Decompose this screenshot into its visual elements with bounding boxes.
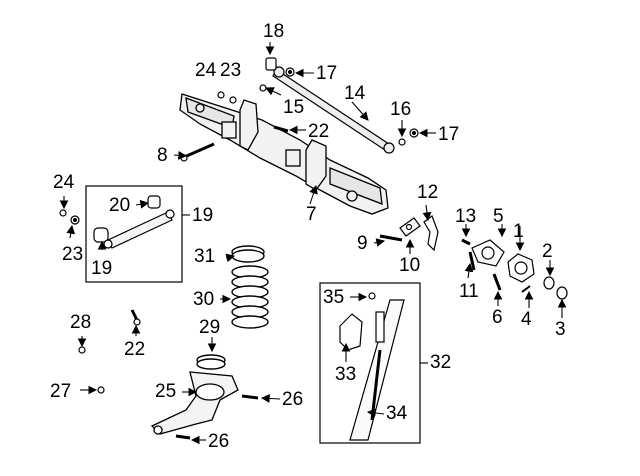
lateral-rod-part (272, 66, 395, 154)
leader-arrows (59, 42, 567, 445)
callout-23-top[interactable]: 23 (220, 60, 242, 81)
coil-spring-part (196, 245, 269, 370)
callout-26-bottom[interactable]: 26 (208, 431, 230, 452)
callout-30[interactable]: 30 (193, 289, 215, 310)
callout-14[interactable]: 14 (344, 83, 366, 104)
trailing-arm-box (85, 185, 183, 283)
callout-29[interactable]: 29 (199, 317, 221, 338)
callout-5[interactable]: 5 (493, 206, 504, 227)
axle-beam-part (179, 93, 389, 215)
callout-24-top[interactable]: 24 (195, 60, 217, 81)
callout-20[interactable]: 19 (91, 258, 113, 279)
callout-7[interactable]: 7 (306, 204, 317, 225)
callout-10[interactable]: 10 (399, 255, 421, 276)
callout-6[interactable]: 6 (492, 307, 503, 328)
callout-1[interactable]: 1 (513, 221, 524, 242)
callout-24-left[interactable]: 24 (53, 172, 75, 193)
callout-17-top[interactable]: 17 (316, 63, 338, 84)
callout-12[interactable]: 12 (417, 182, 439, 203)
callout-33[interactable]: 33 (335, 364, 357, 385)
callout-22-left[interactable]: 22 (124, 339, 146, 360)
callout-4[interactable]: 4 (521, 309, 532, 330)
callout-22-top[interactable]: 22 (308, 121, 330, 142)
shock-absorber-box (319, 282, 421, 444)
callout-13[interactable]: 13 (455, 206, 477, 227)
callout-31[interactable]: 31 (194, 246, 216, 267)
callout-28[interactable]: 28 (70, 312, 92, 333)
callout-34[interactable]: 34 (386, 403, 408, 424)
top-hardware (180, 57, 419, 162)
callout-21[interactable]: 20 (109, 195, 131, 216)
callout-27[interactable]: 27 (50, 381, 72, 402)
callout-23-left[interactable]: 23 (62, 244, 84, 265)
box-leader-lines (182, 214, 428, 364)
callout-17-right[interactable]: 17 (438, 124, 460, 145)
callout-35[interactable]: 35 (323, 287, 345, 308)
callout-15[interactable]: 15 (283, 97, 305, 118)
callout-16[interactable]: 16 (390, 99, 412, 120)
callout-2[interactable]: 2 (542, 241, 553, 262)
callout-9[interactable]: 9 (357, 233, 368, 254)
callout-11[interactable]: 11 (459, 281, 479, 302)
hub-parts (379, 215, 568, 300)
callout-19[interactable]: 19 (192, 205, 214, 226)
callout-8[interactable]: 8 (157, 145, 168, 166)
left-hardware (59, 209, 141, 394)
callout-26-right[interactable]: 26 (282, 389, 304, 410)
callout-32[interactable]: 32 (430, 352, 452, 373)
callout-18[interactable]: 18 (263, 21, 285, 42)
callout-3[interactable]: 3 (555, 319, 566, 340)
callout-25[interactable]: 25 (155, 381, 177, 402)
lower-arm-part (150, 371, 259, 440)
